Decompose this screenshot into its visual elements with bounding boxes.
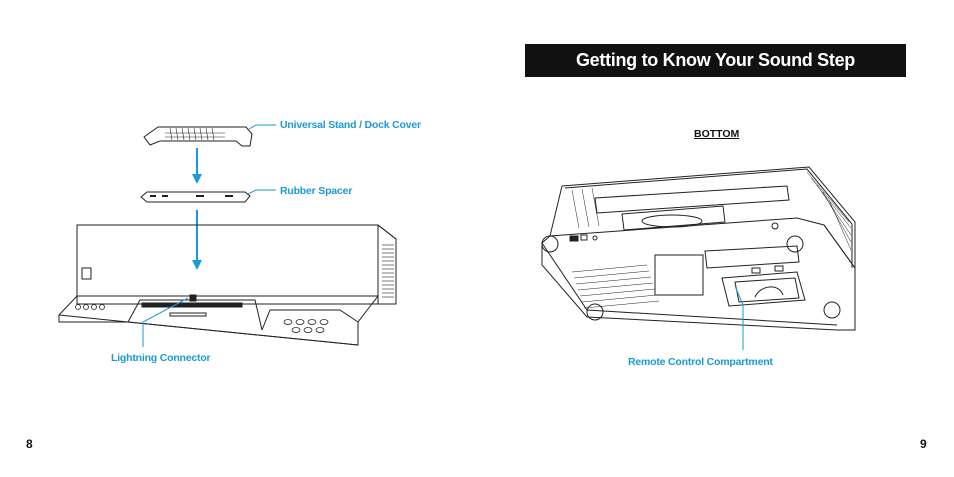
leader-line: [247, 189, 276, 195]
lightning-connector-callout: Lightning Connector: [111, 352, 211, 364]
leader-line: [142, 297, 189, 347]
page-title-text: Getting to Know Your Sound Step: [575, 50, 855, 70]
page-number: 8: [26, 437, 33, 451]
stand-cover-illustration: [143, 126, 253, 147]
speaker-dock-illustration: [58, 224, 397, 346]
stand-cover-callout: Universal Stand / Dock Cover: [280, 119, 421, 131]
arrow-icon: [192, 210, 202, 270]
speaker-bottom-illustration: [541, 166, 856, 331]
arrow-icon: [192, 148, 202, 184]
page-number: 9: [920, 437, 927, 451]
rubber-spacer-callout: Rubber Spacer: [280, 185, 353, 197]
section-label: BOTTOM: [694, 128, 740, 140]
page-title: Getting to Know Your Sound Step: [525, 44, 906, 77]
remote-compartment-callout: Remote Control Compartment: [628, 356, 773, 368]
right-page: Getting to Know Your Sound Step BOTTOM: [477, 0, 954, 477]
bottom-view-diagram: [541, 166, 856, 350]
exploded-diagram: [58, 124, 397, 347]
rubber-spacer-illustration: [140, 191, 251, 203]
leader-line: [248, 124, 276, 130]
leader-line: [734, 285, 744, 350]
left-page: Universal Stand / Dock Cover Rubber Spac…: [26, 119, 421, 451]
